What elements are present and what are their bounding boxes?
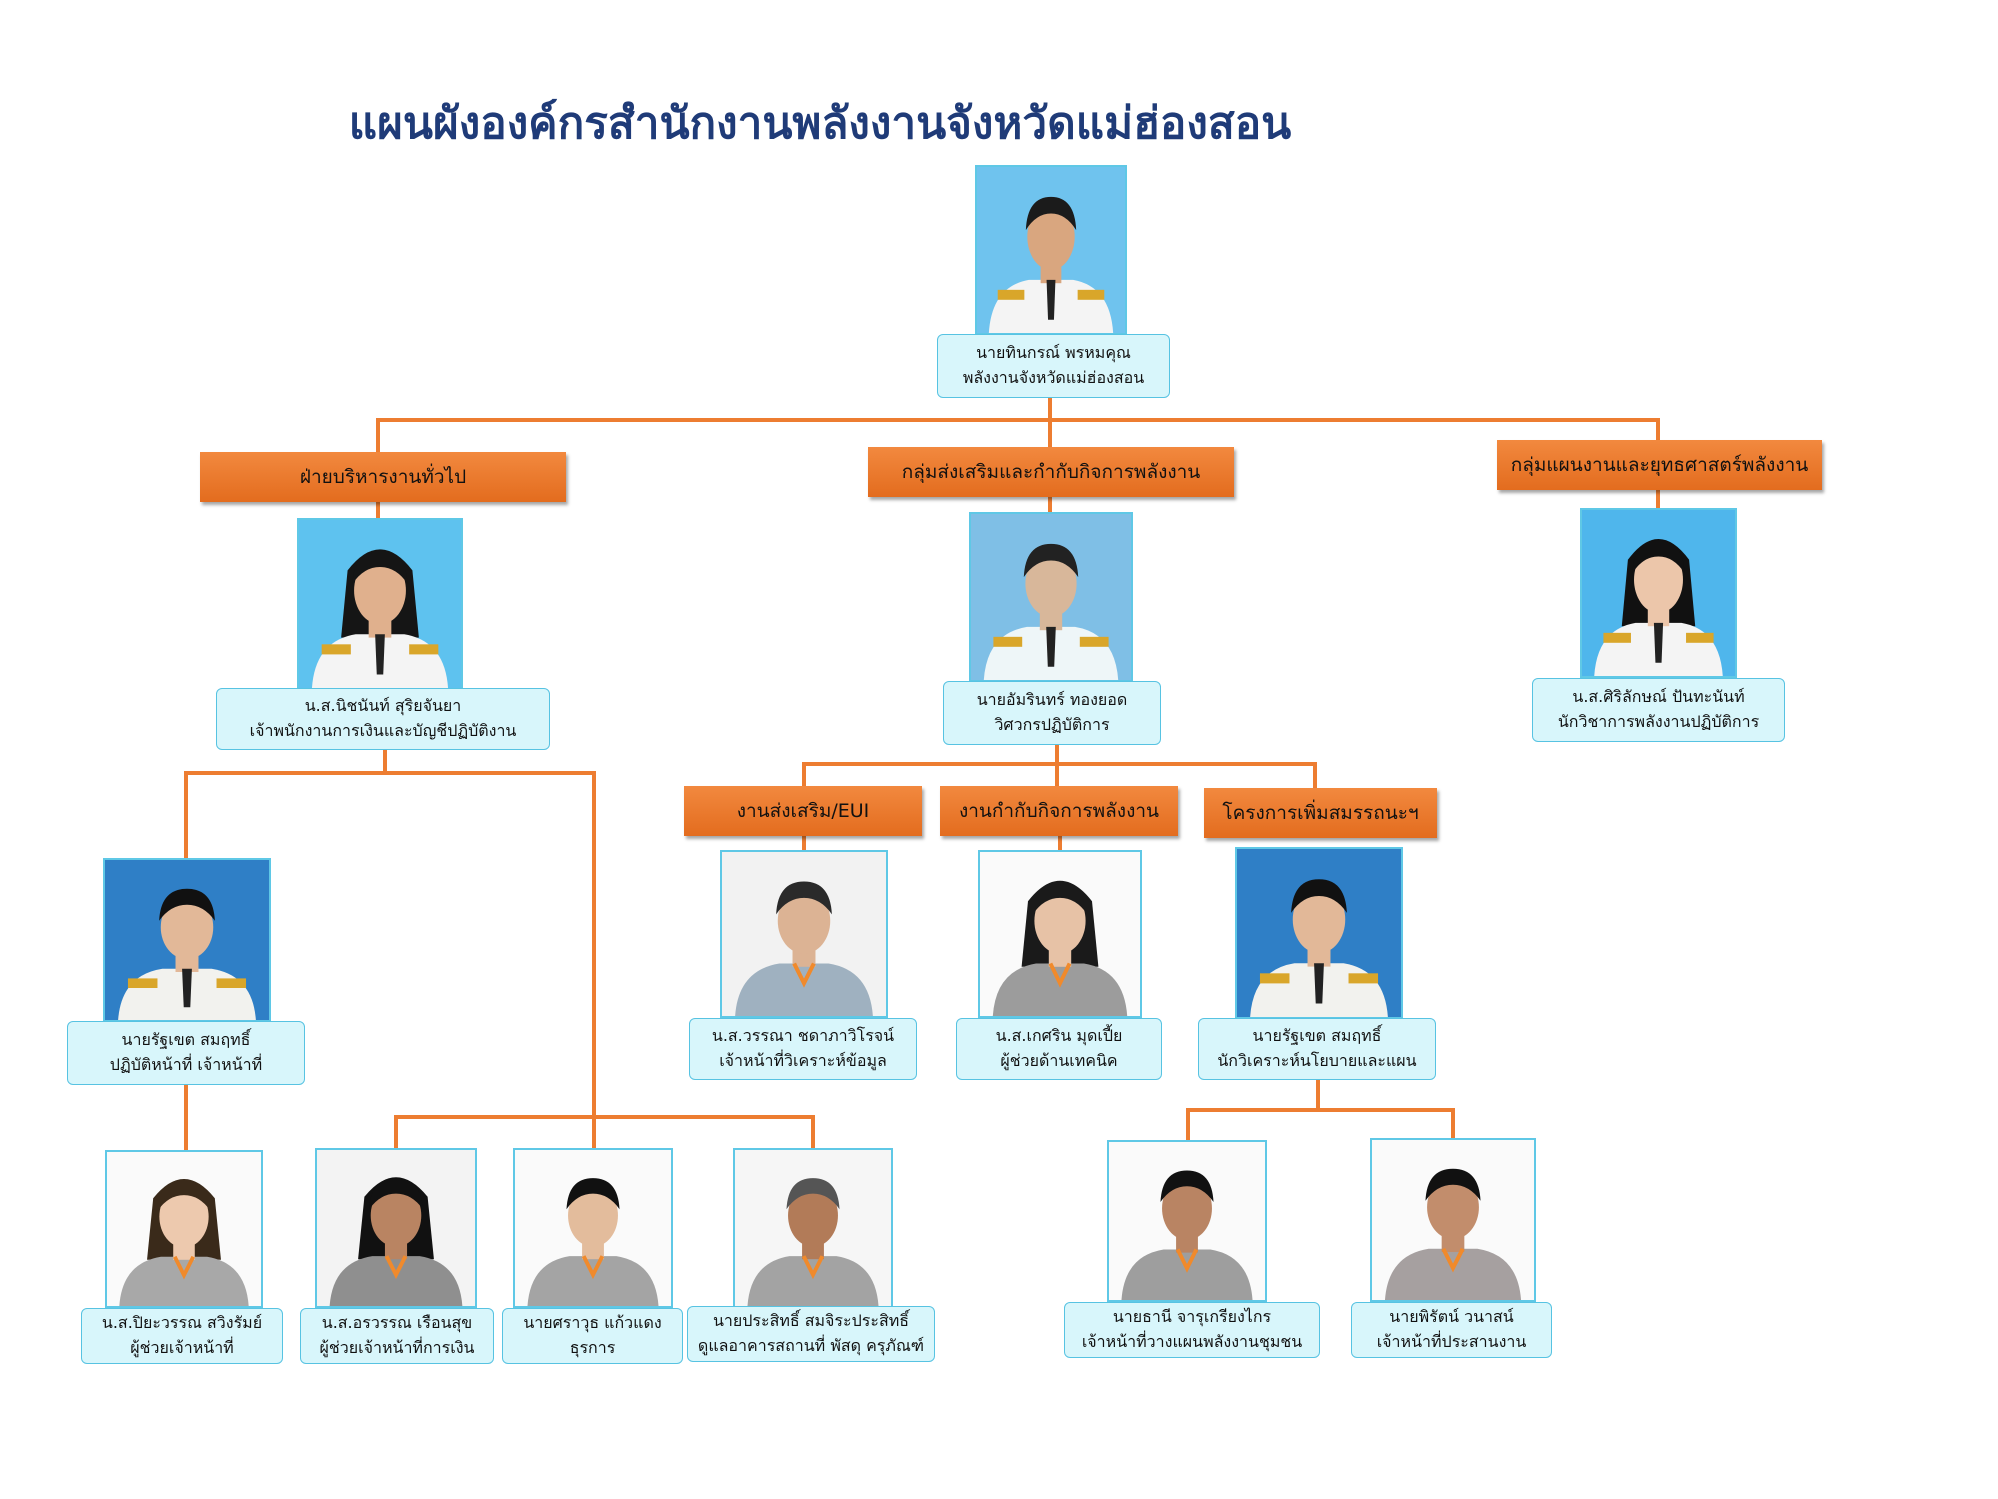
label-orawan: น.ส.อรวรรณ เรือนสุข ผู้ช่วยเจ้าหน้าที่กา… — [300, 1308, 494, 1364]
sirilak-name: น.ส.ศิริลักษณ์ ปันทะนันท์ — [1572, 687, 1745, 707]
photo-orawan — [315, 1148, 477, 1308]
ratthakhet-proj-name: นายรัฐเขต สมฤทธิ์ — [1252, 1026, 1382, 1046]
photo-ketsarin — [978, 850, 1142, 1018]
portrait-illustration — [1372, 1140, 1534, 1300]
nichanan-position: เจ้าพนักงานการเงินและบัญชีปฏิบัติงาน — [249, 721, 517, 740]
photo-sirilak — [1580, 508, 1737, 678]
portrait-illustration — [299, 520, 461, 688]
photo-ratthakhet-admin — [103, 858, 271, 1022]
label-prasit: นายประสิทธิ์ สมจิระประสิทธิ์ ดูแลอาคารสถ… — [687, 1306, 935, 1362]
portrait-illustration — [107, 1152, 261, 1306]
piyawan-position: ผู้ช่วยเจ้าหน้าที่ — [130, 1338, 234, 1357]
phirat-position: เจ้าหน้าที่ประสานงาน — [1376, 1332, 1527, 1351]
ketsarin-position: ผู้ช่วยด้านเทคนิค — [1000, 1051, 1118, 1070]
amarin-name: นายอัมรินทร์ ทองยอด — [976, 690, 1128, 710]
header-planning: กลุ่มแผนงานและยุทธศาสตร์พลังงาน — [1497, 440, 1822, 490]
phirat-name: นายพิรัตน์ วนาสน์ — [1389, 1307, 1514, 1327]
thanee-name: นายธานี จารุเกรียงไกร — [1112, 1307, 1272, 1327]
nichanan-name: น.ส.นิชนันท์ สุริยจันยา — [304, 696, 462, 716]
sarawut-name: นายศราวุธ แก้วแดง — [523, 1313, 662, 1333]
label-sarawut: นายศราวุธ แก้วแดง ธุรการ — [502, 1308, 683, 1364]
photo-director — [975, 165, 1127, 335]
label-wanna: น.ส.วรรณา ชดาภาวิโรจน์ เจ้าหน้าที่วิเครา… — [689, 1018, 917, 1080]
label-phirat: นายพิรัตน์ วนาสน์ เจ้าหน้าที่ประสานงาน — [1351, 1302, 1552, 1358]
portrait-illustration — [735, 1150, 891, 1306]
director-position: พลังงานจังหวัดแม่ฮ่องสอน — [962, 368, 1145, 387]
portrait-illustration — [971, 514, 1131, 680]
connector-admin-split — [184, 746, 387, 860]
portrait-illustration — [105, 860, 269, 1020]
ketsarin-name: น.ส.เกศริน มุดเปี้ย — [995, 1026, 1123, 1046]
ratthakhet-admin-name: นายรัฐเขต สมฤทธิ์ — [121, 1030, 251, 1050]
wanna-position: เจ้าหน้าที่วิเคราะห์ข้อมูล — [719, 1051, 887, 1070]
prasit-name: นายประสิทธิ์ สมจิระประสิทธิ์ — [712, 1311, 910, 1331]
connector-promo-split — [802, 743, 1059, 788]
label-director: นายทินกรณ์ พรหมคุณ พลังงานจังหวัดแม่ฮ่อง… — [937, 334, 1170, 398]
connector-promo-right — [1055, 762, 1317, 790]
photo-phirat — [1370, 1138, 1536, 1302]
connector-proj-split — [1186, 1078, 1320, 1142]
portrait-illustration — [722, 852, 886, 1016]
photo-nichanan — [297, 518, 463, 690]
photo-ratthakhet-proj — [1235, 847, 1403, 1019]
portrait-illustration — [1109, 1142, 1265, 1300]
orawan-name: น.ส.อรวรรณ เรือนสุข — [321, 1313, 473, 1333]
connector-proj-right — [1316, 1108, 1455, 1140]
header-promotion: กลุ่มส่งเสริมและกำกับกิจการพลังงาน — [868, 447, 1234, 497]
header-unit-regulation: งานกำกับกิจการพลังงาน — [940, 786, 1178, 836]
label-piyawan: น.ส.ปิยะวรรณ สวิงรัมย์ ผู้ช่วยเจ้าหน้าที… — [81, 1308, 283, 1364]
portrait-illustration — [317, 1150, 475, 1306]
portrait-illustration — [1237, 849, 1401, 1017]
label-sirilak: น.ส.ศิริลักษณ์ ปันทะนันท์ นักวิชาการพลัง… — [1532, 678, 1785, 742]
label-ratthakhet-admin: นายรัฐเขต สมฤทธิ์ ปฏิบัติหน้าที่ เจ้าหน้… — [67, 1021, 305, 1085]
header-admin: ฝ่ายบริหารงานทั่วไป — [200, 452, 566, 502]
ratthakhet-admin-position: ปฏิบัติหน้าที่ เจ้าหน้าที่ — [109, 1055, 263, 1074]
photo-thanee — [1107, 1140, 1267, 1302]
photo-piyawan — [105, 1150, 263, 1308]
piyawan-name: น.ส.ปิยะวรรณ สวิงรัมย์ — [101, 1313, 263, 1333]
page-title: แผนผังองค์กรสำนักงานพลังงานจังหวัดแม่ฮ่อ… — [348, 98, 1292, 149]
label-amarin: นายอัมรินทร์ ทองยอด วิศวกรปฏิบัติการ — [943, 681, 1161, 745]
connector-admin-right — [383, 771, 596, 1119]
label-ratthakhet-proj: นายรัฐเขต สมฤทธิ์ นักวิเคราะห์นโยบายและแ… — [1198, 1018, 1436, 1080]
label-nichanan: น.ส.นิชนันท์ สุริยจันยา เจ้าพนักงานการเง… — [216, 688, 550, 750]
label-thanee: นายธานี จารุเกรียงไกร เจ้าหน้าที่วางแผนพ… — [1064, 1302, 1320, 1358]
orawan-position: ผู้ช่วยเจ้าหน้าที่การเงิน — [319, 1338, 475, 1357]
photo-amarin — [969, 512, 1133, 682]
thanee-position: เจ้าหน้าที่วางแผนพลังงานชุมชน — [1081, 1332, 1303, 1351]
photo-sarawut — [513, 1148, 673, 1308]
portrait-illustration — [977, 167, 1125, 333]
wanna-name: น.ส.วรรณา ชดาภาวิโรจน์ — [711, 1026, 895, 1046]
photo-wanna — [720, 850, 888, 1018]
photo-prasit — [733, 1148, 893, 1308]
sirilak-position: นักวิชาการพลังงานปฏิบัติการ — [1557, 712, 1760, 731]
director-name: นายทินกรณ์ พรหมคุณ — [976, 343, 1131, 363]
portrait-illustration — [1582, 510, 1735, 676]
ratthakhet-proj-position: นักวิเคราะห์นโยบายและแผน — [1217, 1051, 1417, 1070]
portrait-illustration — [980, 852, 1140, 1016]
header-unit-eui: งานส่งเสริม/EUI — [684, 786, 922, 836]
sarawut-position: ธุรการ — [569, 1338, 616, 1357]
portrait-illustration — [515, 1150, 671, 1306]
amarin-position: วิศวกรปฏิบัติการ — [994, 715, 1110, 734]
label-ketsarin: น.ส.เกศริน มุดเปี้ย ผู้ช่วยด้านเทคนิค — [956, 1018, 1162, 1080]
prasit-position: ดูแลอาคารสถานที่ พัสดุ ครุภัณฑ์ — [697, 1336, 925, 1355]
header-unit-project: โครงการเพิ่มสมรรถนะฯ — [1204, 788, 1437, 838]
